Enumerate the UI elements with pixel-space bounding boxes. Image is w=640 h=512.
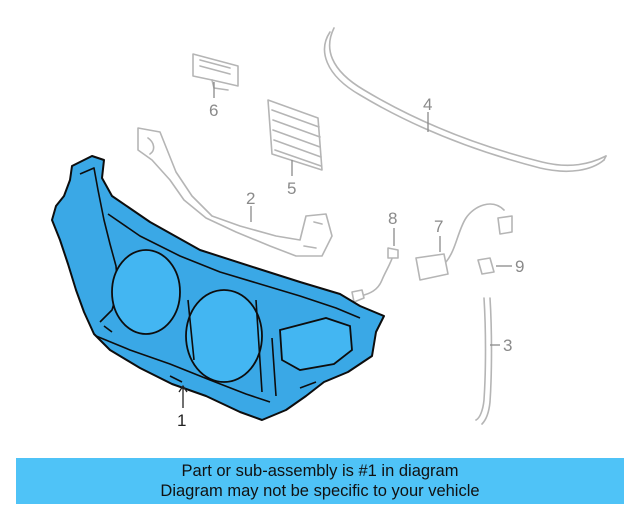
info-banner: Part or sub-assembly is #1 in diagram Di… [16,458,624,504]
part-2-support-bracket [137,127,333,257]
callout-8: 8 [388,209,397,228]
part-8-sensor [351,247,399,303]
part-5-grille-insert [267,99,323,171]
callout-1: 1 [177,411,186,430]
part-4-trim-strip [323,27,607,173]
callout-7: 7 [434,217,443,236]
banner-line-2: Diagram may not be specific to your vehi… [160,482,480,500]
part-9-clip [477,257,495,275]
callout-9: 9 [515,257,524,276]
part-7-connector [415,203,513,281]
arrow-1 [178,384,188,393]
part-1-front-panel [51,155,385,421]
banner-line-1: Part or sub-assembly is #1 in diagram [181,462,459,480]
parts-diagram: 1 2 3 4 5 6 7 8 9 [51,27,607,430]
callout-4: 4 [423,95,432,114]
callout-6: 6 [209,101,218,120]
callout-2: 2 [246,189,255,208]
callout-3: 3 [503,336,512,355]
part-3-strip [475,297,493,425]
callout-5: 5 [287,179,296,198]
part-6-bracket [192,53,239,91]
